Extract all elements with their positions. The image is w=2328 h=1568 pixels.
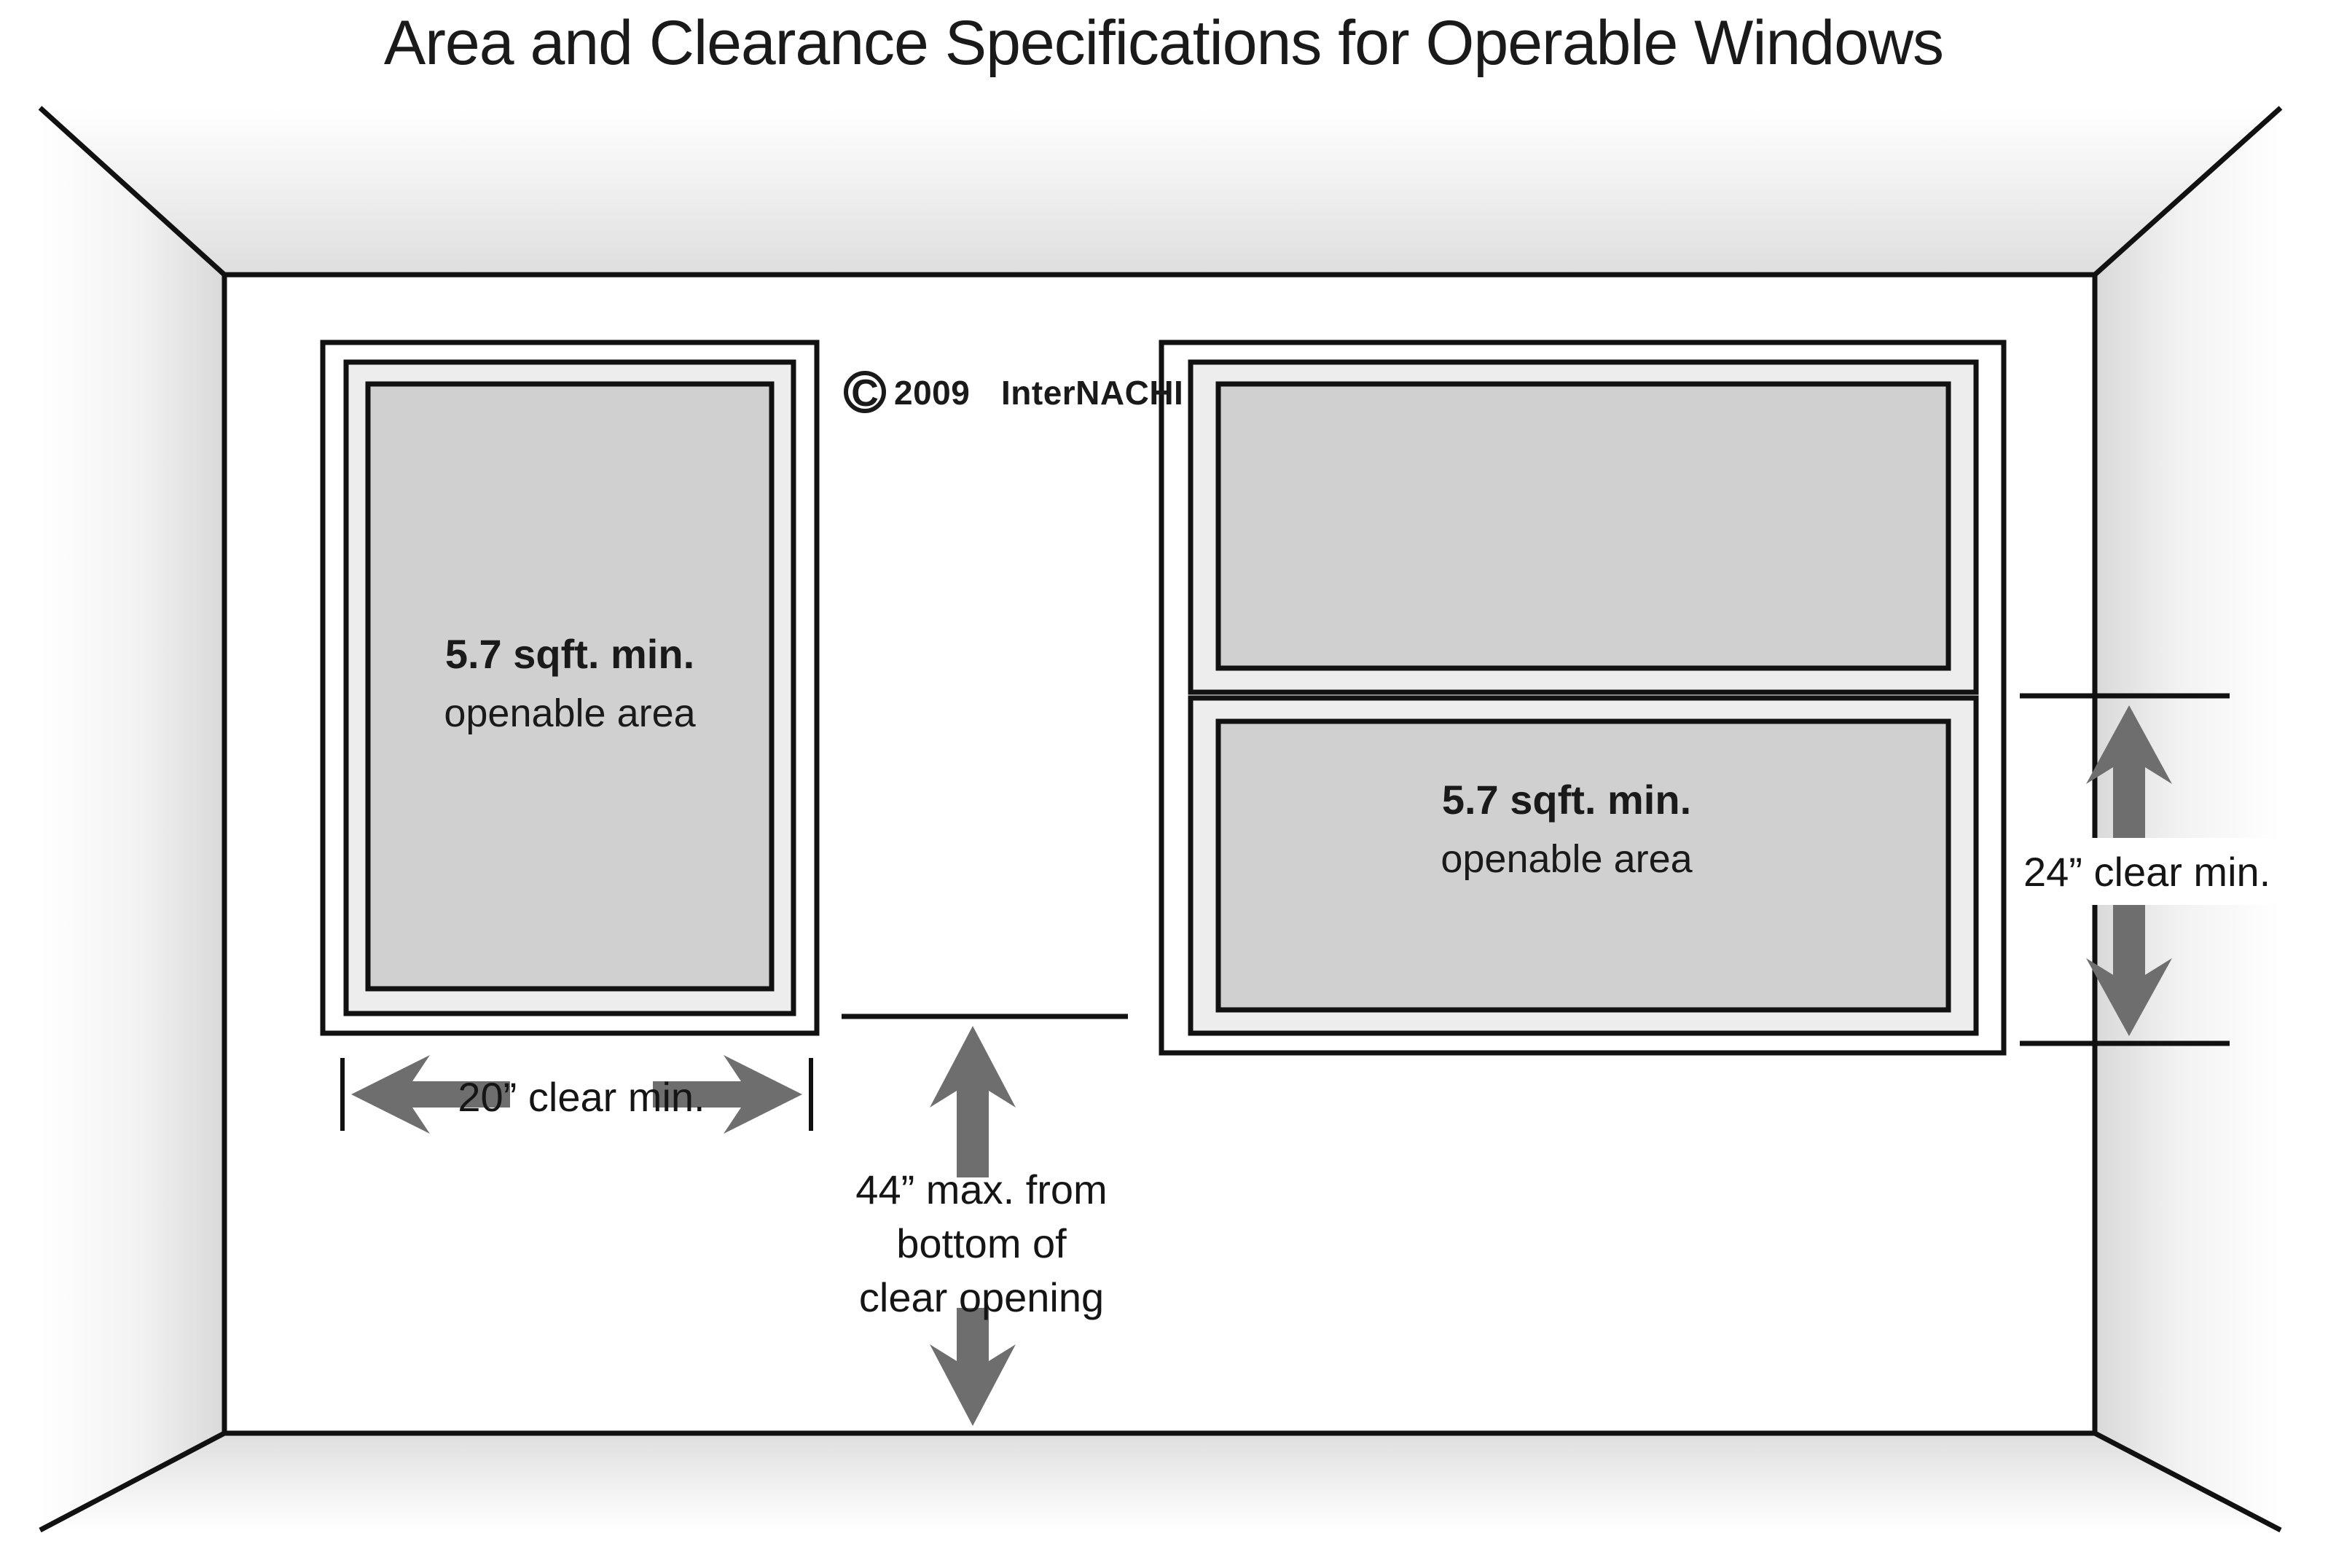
upper-sash-glass-pane: [1215, 381, 1951, 671]
sill-dim-label-line2: bottom of: [896, 1220, 1067, 1266]
sill-dim-up-arrowhead: [930, 1026, 1016, 1177]
height-dim-down-arrowhead: [2086, 874, 2172, 1036]
left-wall-plane: [40, 108, 224, 1530]
width-dim-label: 20” clear min.: [458, 1074, 705, 1120]
width-dim-right-arrowhead: [648, 1055, 802, 1134]
height-dim-text-backdrop: [2009, 838, 2328, 905]
ceiling-left-edge-line: [38, 106, 227, 277]
sill-height-dimension: 44” max. from bottom of clear opening: [842, 1014, 1128, 1426]
sill-dim-label-line3: clear opening: [859, 1274, 1104, 1320]
casement-area-label-bold: 5.7 sqft. min.: [445, 631, 694, 677]
sill-dim-label-line1: 44” max. from: [855, 1167, 1107, 1212]
floor-left-edge-line: [39, 1430, 226, 1533]
height-clear-dimension: 24” clear min.: [2009, 693, 2328, 1046]
width-dim-text-backdrop: [510, 1065, 653, 1126]
height-dim-label: 24” clear min.: [2023, 849, 2270, 895]
sill-dim-down-arrowhead: [930, 1308, 1016, 1426]
double-hung-area-label-bold: 5.7 sqft. min.: [1442, 777, 1691, 823]
copyright-circle-icon: [844, 371, 886, 413]
copyright-notice: C 2009 InterNACHI: [844, 371, 1183, 415]
floor-right-edge-line: [2093, 1430, 2282, 1533]
page-title: Area and Clearance Specifications for Op…: [384, 8, 1943, 78]
copyright-year: 2009: [894, 374, 970, 412]
ceiling-right-edge-line: [2093, 106, 2283, 277]
width-clear-dimension: 20” clear min.: [340, 1055, 813, 1134]
copyright-c-glyph: C: [851, 372, 879, 415]
casement-window[interactable]: 5.7 sqft. min. openable area: [320, 340, 820, 1036]
floor-plane: [40, 1433, 2281, 1530]
lower-sash[interactable]: [1188, 695, 1979, 1036]
copyright-owner: InterNACHI: [1001, 374, 1183, 412]
upper-sash[interactable]: [1188, 359, 1979, 695]
right-wall-plane: [2095, 108, 2281, 1530]
double-hung-area-label-regular: openable area: [1441, 837, 1693, 881]
double-hung-window[interactable]: 5.7 sqft. min. openable area: [1159, 340, 2007, 1056]
width-dim-left-arrowhead: [351, 1055, 510, 1134]
casement-area-label-regular: openable area: [444, 691, 696, 735]
casement-glass-pane: [365, 381, 775, 992]
ceiling-plane: [40, 108, 2281, 275]
lower-sash-glass-pane: [1215, 718, 1951, 1013]
